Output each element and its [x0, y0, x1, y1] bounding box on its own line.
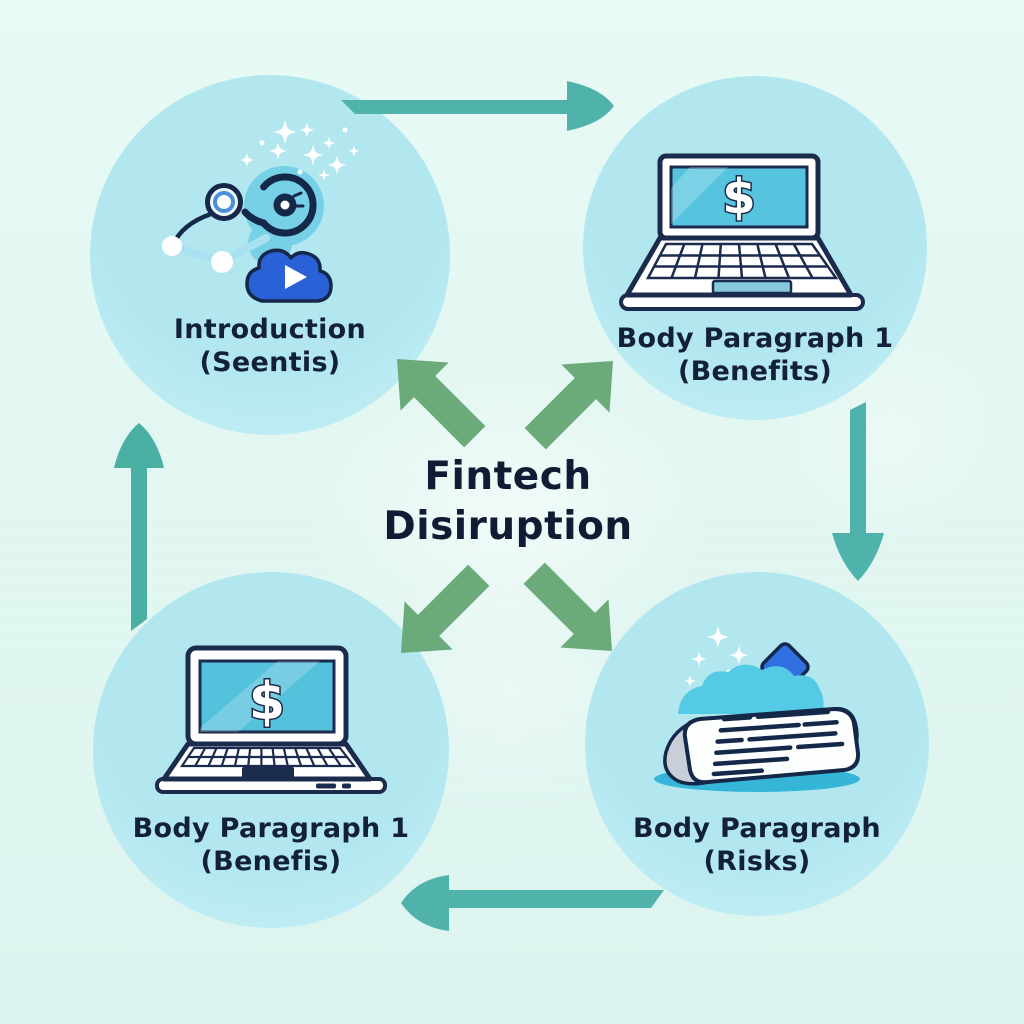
node-introduction: Introduction (Seentis) — [90, 75, 450, 435]
node-label: Body Paragraph 1 (Benefits) — [583, 322, 927, 388]
sparkle-stars — [239, 120, 360, 181]
node-label-line1: Body Paragraph 1 — [132, 813, 410, 844]
arrow-center-to-top-right — [524, 361, 613, 450]
arrow-top-right-to-bottom-right — [832, 402, 884, 581]
node-label-line1: Introduction — [173, 314, 367, 345]
dollar-sign: $ — [722, 169, 755, 225]
scroll-paper — [663, 707, 861, 786]
laptop-keyboard — [179, 746, 357, 768]
arrow-center-to-top-left — [397, 359, 486, 448]
node-benefis: $ Body Paragraph 1 (Benefis) — [93, 572, 449, 928]
laptop-dollar-icon: $ — [155, 645, 387, 794]
cloud-play-icon — [245, 248, 333, 303]
node-benefits-1: $ Body Paragraph 1 (Benefits) — [583, 76, 927, 420]
laptop-keyboard — [645, 242, 839, 280]
node-label: Body Paragraph (Risks) — [585, 812, 929, 878]
cloud-blob — [678, 664, 824, 714]
ai-search-cloud-icon — [162, 120, 360, 303]
node-label: Introduction (Seentis) — [90, 313, 450, 379]
node-label-line2: (Benefis) — [200, 846, 342, 877]
node-label-line1: Body Paragraph 1 — [616, 323, 894, 354]
arrow-top-left-to-top-right — [341, 81, 614, 131]
arrow-center-to-bottom-left — [401, 564, 490, 653]
diagram-title-line1: Fintech — [424, 454, 592, 499]
arrow-center-to-bottom-right — [523, 562, 612, 651]
node-risks: Body Paragraph (Risks) — [585, 572, 929, 916]
laptop-screen: $ — [657, 153, 821, 241]
diagram-title-line2: Disiruption — [383, 504, 633, 549]
arrow-bottom-right-to-bottom-left — [401, 875, 664, 931]
diagram-title: Fintech Disiruption — [288, 452, 728, 552]
arrow-bottom-left-to-top-left — [114, 423, 164, 631]
document-scroll-icon — [654, 626, 861, 792]
laptop-screen: $ — [185, 645, 349, 747]
lens-icon — [205, 183, 243, 221]
laptop-touchpad — [711, 279, 793, 295]
node-label-line2: (Risks) — [703, 846, 811, 877]
node-label-line2: (Benefits) — [677, 356, 833, 387]
network-nodes — [162, 211, 270, 273]
document-text-lines — [711, 709, 845, 777]
node-label-line1: Body Paragraph — [633, 813, 881, 844]
laptop-touchpad — [242, 767, 294, 778]
laptop-dollar-icon: $ — [619, 153, 865, 311]
node-label: Body Paragraph 1 (Benefis) — [93, 812, 449, 878]
dollar-sign: $ — [249, 672, 285, 732]
node-label-line2: (Seentis) — [199, 347, 341, 378]
swirl-eye — [241, 173, 317, 237]
